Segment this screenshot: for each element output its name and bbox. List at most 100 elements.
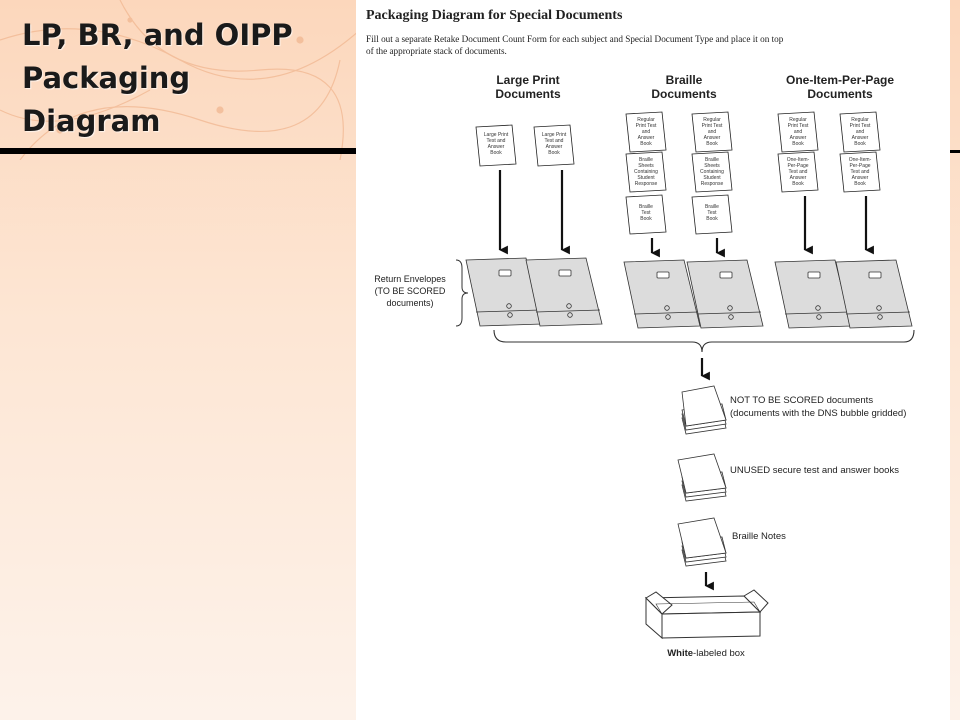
stack-label: (documents with the DNS bubble gridded)	[730, 408, 906, 419]
svg-text:Documents: Documents	[651, 87, 717, 101]
svg-text:Answer: Answer	[852, 135, 869, 141]
svg-text:One-Item-: One-Item-	[849, 157, 872, 163]
stack-label: NOT TO BE SCORED documents	[730, 395, 873, 406]
svg-text:Book: Book	[706, 216, 718, 222]
column-header-braille: Braille Documents	[651, 73, 717, 101]
return-envelopes-label: Return Envelopes (TO BE SCORED documents…	[374, 274, 446, 308]
instruction-line: Fill out a separate Retake Document Coun…	[366, 34, 784, 44]
doc-card-oipp: One-Item- Per-Page Test and Answer Book	[777, 151, 819, 193]
svg-text:Book: Book	[792, 181, 804, 187]
svg-text:Book: Book	[548, 150, 560, 156]
svg-text:Regular: Regular	[703, 117, 721, 123]
doc-card-oipp: One-Item- Per-Page Test and Answer Book	[839, 151, 881, 193]
svg-text:Per-Page: Per-Page	[787, 163, 808, 169]
svg-text:Book: Book	[854, 181, 866, 187]
svg-text:Test and: Test and	[487, 138, 506, 144]
svg-text:and: and	[708, 129, 717, 135]
doc-card-regular-print: Regular Print Test and Answer Book	[777, 111, 819, 153]
svg-text:Book: Book	[490, 150, 502, 156]
svg-text:Sheets: Sheets	[638, 163, 654, 169]
svg-text:Return Envelopes: Return Envelopes	[374, 274, 446, 284]
envelope	[686, 259, 764, 329]
svg-text:Student: Student	[703, 175, 721, 181]
slide-title: LP, BR, and OIPP Packaging Diagram	[22, 14, 352, 143]
svg-text:Answer: Answer	[790, 175, 807, 181]
svg-text:Large Print: Large Print	[542, 132, 567, 138]
right-brace-icon	[455, 259, 469, 327]
svg-text:Print Test: Print Test	[636, 123, 657, 129]
svg-text:Test and: Test and	[545, 138, 564, 144]
right-edge-rule	[950, 150, 960, 153]
svg-text:Book: Book	[854, 141, 866, 147]
doc-card-regular-print: Regular Print Test and Answer Book	[691, 111, 733, 153]
diagram-heading: Packaging Diagram for Special Documents	[366, 8, 623, 23]
svg-text:Braille: Braille	[639, 157, 653, 163]
doc-card-braille-test-book: Braille Test Book	[691, 194, 733, 235]
box-label: White-labeled box	[667, 648, 745, 659]
diagram-panel: Packaging Diagram for Special Documents …	[356, 0, 950, 720]
svg-text:Regular: Regular	[637, 117, 655, 123]
svg-text:Test and: Test and	[851, 169, 870, 175]
svg-text:Large Print: Large Print	[496, 73, 559, 87]
instruction-line: of the appropriate stack of documents.	[366, 46, 507, 56]
svg-text:Response: Response	[701, 181, 724, 187]
column-header-large-print: Large Print Documents	[495, 73, 561, 101]
svg-text:Book: Book	[792, 141, 804, 147]
return-envelopes	[465, 257, 913, 329]
bottom-brace-icon	[493, 329, 915, 353]
svg-text:Test and: Test and	[789, 169, 808, 175]
doc-card-braille-sheets: Braille Sheets Containing Student Respon…	[691, 151, 733, 193]
slide-title-line: LP, BR, and OIPP	[22, 18, 293, 52]
svg-text:documents): documents)	[386, 298, 433, 308]
svg-text:Containing: Containing	[700, 169, 724, 175]
svg-text:Print Test: Print Test	[702, 123, 723, 129]
doc-card-large-print: Large Print Test and Answer Book	[533, 124, 575, 167]
slide-title-line: Diagram	[22, 104, 161, 138]
column-header-oipp: One-Item-Per-Page Documents	[786, 73, 894, 101]
document-stack-braille-notes: Braille Notes	[677, 517, 786, 567]
title-underline-rule	[0, 148, 356, 154]
svg-text:Test: Test	[707, 210, 717, 216]
svg-text:Braille: Braille	[705, 204, 719, 210]
svg-text:Sheets: Sheets	[704, 163, 720, 169]
svg-text:Answer: Answer	[488, 144, 505, 150]
svg-text:Braille: Braille	[639, 204, 653, 210]
svg-text:Answer: Answer	[704, 135, 721, 141]
svg-text:Book: Book	[640, 141, 652, 147]
svg-text:Braille: Braille	[705, 157, 719, 163]
doc-card-braille-sheets: Braille Sheets Containing Student Respon…	[625, 151, 667, 193]
svg-text:Book: Book	[706, 141, 718, 147]
envelope	[525, 257, 603, 327]
svg-text:Per-Page: Per-Page	[849, 163, 870, 169]
svg-text:Documents: Documents	[807, 87, 873, 101]
svg-text:and: and	[794, 129, 803, 135]
svg-text:Student: Student	[637, 175, 655, 181]
svg-text:Book: Book	[640, 216, 652, 222]
stack-label: UNUSED secure test and answer books	[730, 465, 899, 476]
svg-text:Response: Response	[635, 181, 658, 187]
white-labeled-box-icon	[644, 589, 769, 640]
slide-title-line: Packaging	[22, 61, 191, 95]
document-stack-unused: UNUSED secure test and answer books	[677, 453, 899, 502]
envelope	[623, 259, 701, 329]
svg-text:Answer: Answer	[852, 175, 869, 181]
svg-text:Print Test: Print Test	[788, 123, 809, 129]
background-swirl-decoration	[0, 0, 360, 160]
svg-text:Answer: Answer	[638, 135, 655, 141]
svg-text:Braille: Braille	[666, 73, 703, 87]
svg-text:One-Item-Per-Page: One-Item-Per-Page	[786, 73, 894, 87]
svg-text:Documents: Documents	[495, 87, 561, 101]
doc-card-braille-test-book: Braille Test Book	[625, 194, 667, 235]
doc-card-large-print: Large Print Test and Answer Book	[475, 124, 517, 167]
doc-card-regular-print: Regular Print Test and Answer Book	[625, 111, 667, 153]
svg-text:Test: Test	[641, 210, 651, 216]
envelope	[835, 259, 913, 329]
svg-text:Print Test: Print Test	[850, 123, 871, 129]
svg-text:Answer: Answer	[790, 135, 807, 141]
svg-text:Large Print: Large Print	[484, 132, 509, 138]
arrows-to-envelopes	[498, 170, 874, 258]
envelope	[774, 259, 852, 329]
svg-text:One-Item-: One-Item-	[787, 157, 810, 163]
svg-text:Regular: Regular	[851, 117, 869, 123]
doc-card-regular-print: Regular Print Test and Answer Book	[839, 111, 881, 153]
